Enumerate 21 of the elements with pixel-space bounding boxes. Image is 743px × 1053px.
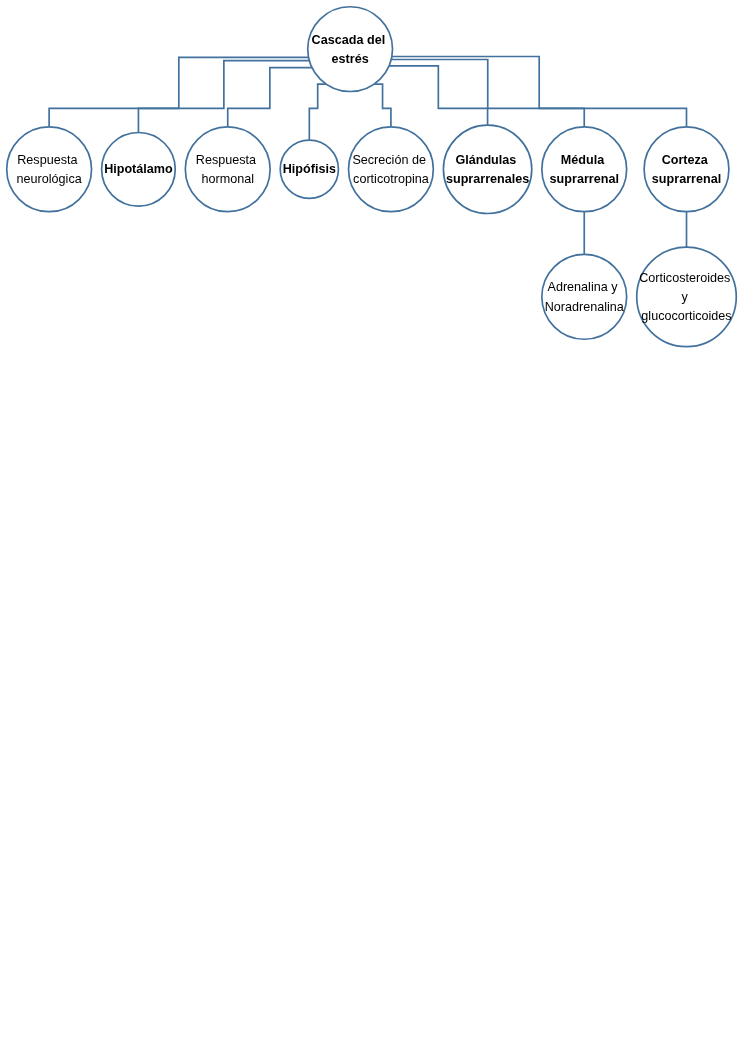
connector — [388, 65, 489, 126]
node-circle: Hipófisis — [279, 139, 340, 200]
connector — [308, 83, 327, 141]
node-circle: Adrenalina y Noradrenalina — [541, 253, 628, 341]
connector — [583, 210, 586, 256]
node-circle: Cascada del estrés — [306, 5, 394, 93]
node-circle: Hipotálamo — [100, 131, 177, 207]
node-circle: Médula suprarrenal — [541, 126, 628, 213]
node-circle: Respuesta hormonal — [184, 126, 271, 213]
connector — [137, 59, 311, 134]
connector — [373, 83, 392, 128]
node-circle: Glándulas suprarrenales — [442, 124, 533, 215]
connector — [226, 66, 313, 128]
connector — [390, 58, 586, 128]
node-circle: Corteza suprarrenal — [643, 126, 730, 213]
connector — [391, 55, 688, 128]
node-circle: Corticosteroides y glucocorticoides — [635, 246, 738, 348]
node-circle: Respuesta neurológica — [5, 126, 93, 213]
node-circle: Secreción de corticotropina — [347, 126, 435, 213]
connector — [685, 210, 688, 248]
connector — [48, 56, 310, 128]
